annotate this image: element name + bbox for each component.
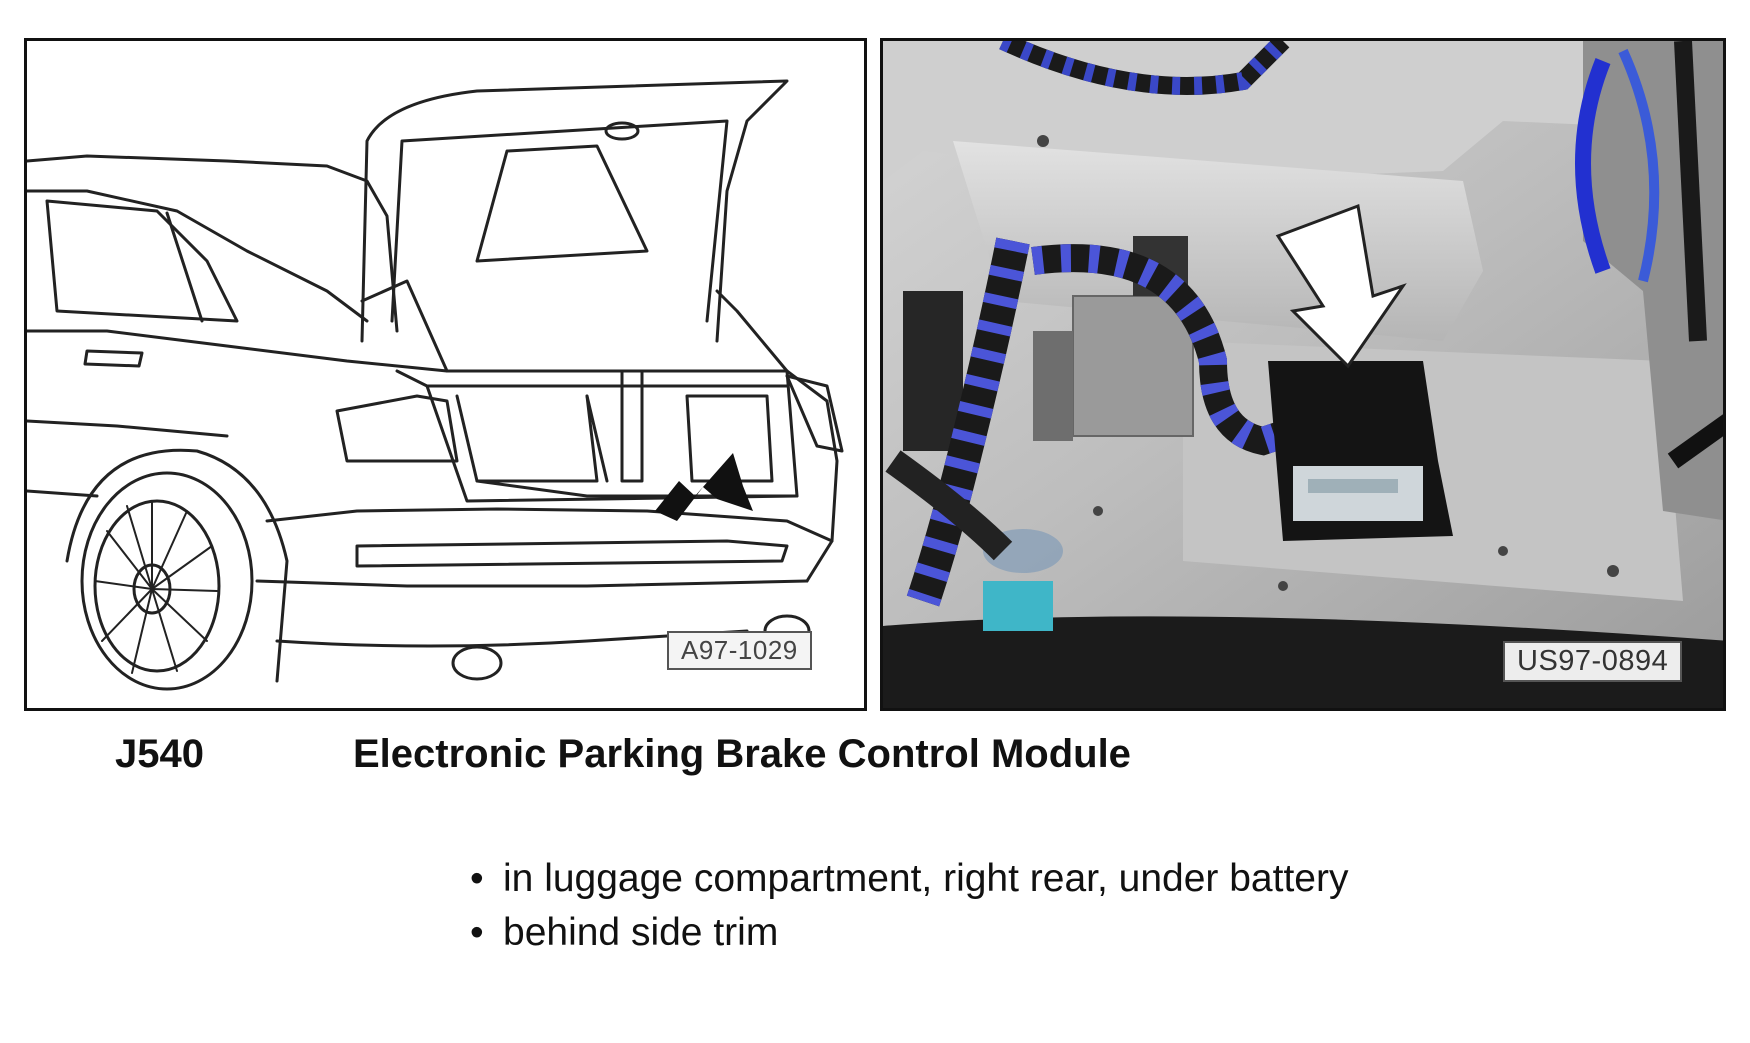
figure-ref-label: US97-0894 (1503, 641, 1683, 682)
figure-car-illustration: A97-1029 (24, 38, 867, 711)
figure-ref-label: A97-1029 (667, 631, 812, 670)
control-module-photo (883, 41, 1723, 708)
car-trunk-open-illustration (27, 79, 844, 691)
component-code: J540 (115, 732, 204, 776)
list-item: behind side trim (470, 906, 1370, 960)
figure-module-photo: US97-0894 (880, 38, 1726, 711)
list-item: in luggage compartment, right rear, unde… (470, 852, 1370, 906)
location-list: in luggage compartment, right rear, unde… (470, 852, 1370, 960)
component-title: Electronic Parking Brake Control Module (353, 732, 1131, 776)
